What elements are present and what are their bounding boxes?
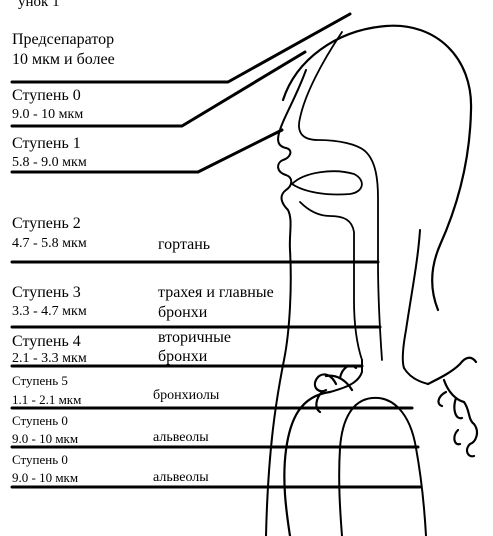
tongue-outline: [292, 171, 362, 194]
nasal-cavity-wall: [299, 32, 382, 360]
organ-label-larynx: гортань: [158, 237, 210, 253]
organ-label-trachea-line1: трахея и главные: [158, 285, 274, 301]
stage-range-0c: 9.0 - 10 мкм: [12, 471, 78, 484]
stage-range-0a: 9.0 - 10 мкм: [12, 108, 83, 122]
posterior-wall: [403, 230, 420, 368]
organ-label-secondary-line2: бронхи: [158, 349, 207, 365]
organ-label-bronchioles: бронхиолы: [153, 389, 219, 403]
stage-name-0a: Ступень 0: [12, 88, 81, 104]
organ-label-alveoli-1: альвеолы: [153, 431, 209, 445]
stage-name-3: Ступень 3: [12, 285, 81, 301]
left-lung-inner: [339, 398, 426, 536]
trachea-right-wall: [404, 368, 428, 384]
stage-range-1: 5.8 - 9.0 мкм: [12, 156, 87, 170]
figure-caption-fragment: унок 1: [18, 0, 60, 10]
stage-name-5: Ступень 5: [12, 374, 68, 387]
left-bronchi-branches: [315, 366, 356, 412]
stage-name-0b: Ступень 0: [12, 414, 68, 427]
face-profile: [266, 70, 306, 536]
stage-range-0b: 9.0 - 10 мкм: [12, 432, 78, 445]
stage-range-3: 3.3 - 4.7 мкм: [12, 305, 87, 319]
organ-label-secondary-line1: вторичные: [158, 330, 231, 346]
left-lung-outline: [284, 392, 330, 536]
right-bronchi-tree: [428, 358, 477, 457]
pharynx-front-wall: [300, 202, 362, 360]
stage-range-5: 1.1 - 2.1 мкм: [12, 393, 81, 406]
organ-label-alveoli-2: альвеолы: [153, 471, 209, 485]
stage-name-1: Ступень 1: [12, 136, 81, 152]
stage-name-preseparator: Предсепаратор: [12, 32, 114, 48]
stage-range-preseparator: 10 мкм и более: [12, 52, 115, 68]
stage-name-0c: Ступень 0: [12, 453, 68, 466]
stage-name-4: Ступень 4: [12, 334, 81, 350]
pointer-line-preseparator: [12, 14, 350, 82]
head-outline: [283, 26, 471, 310]
organ-label-trachea-line2: бронхи: [158, 305, 207, 321]
stage-name-2: Ступень 2: [12, 216, 81, 232]
stage-range-4: 2.1 - 3.3 мкм: [12, 352, 87, 366]
stage-range-2: 4.7 - 5.8 мкм: [12, 237, 87, 251]
